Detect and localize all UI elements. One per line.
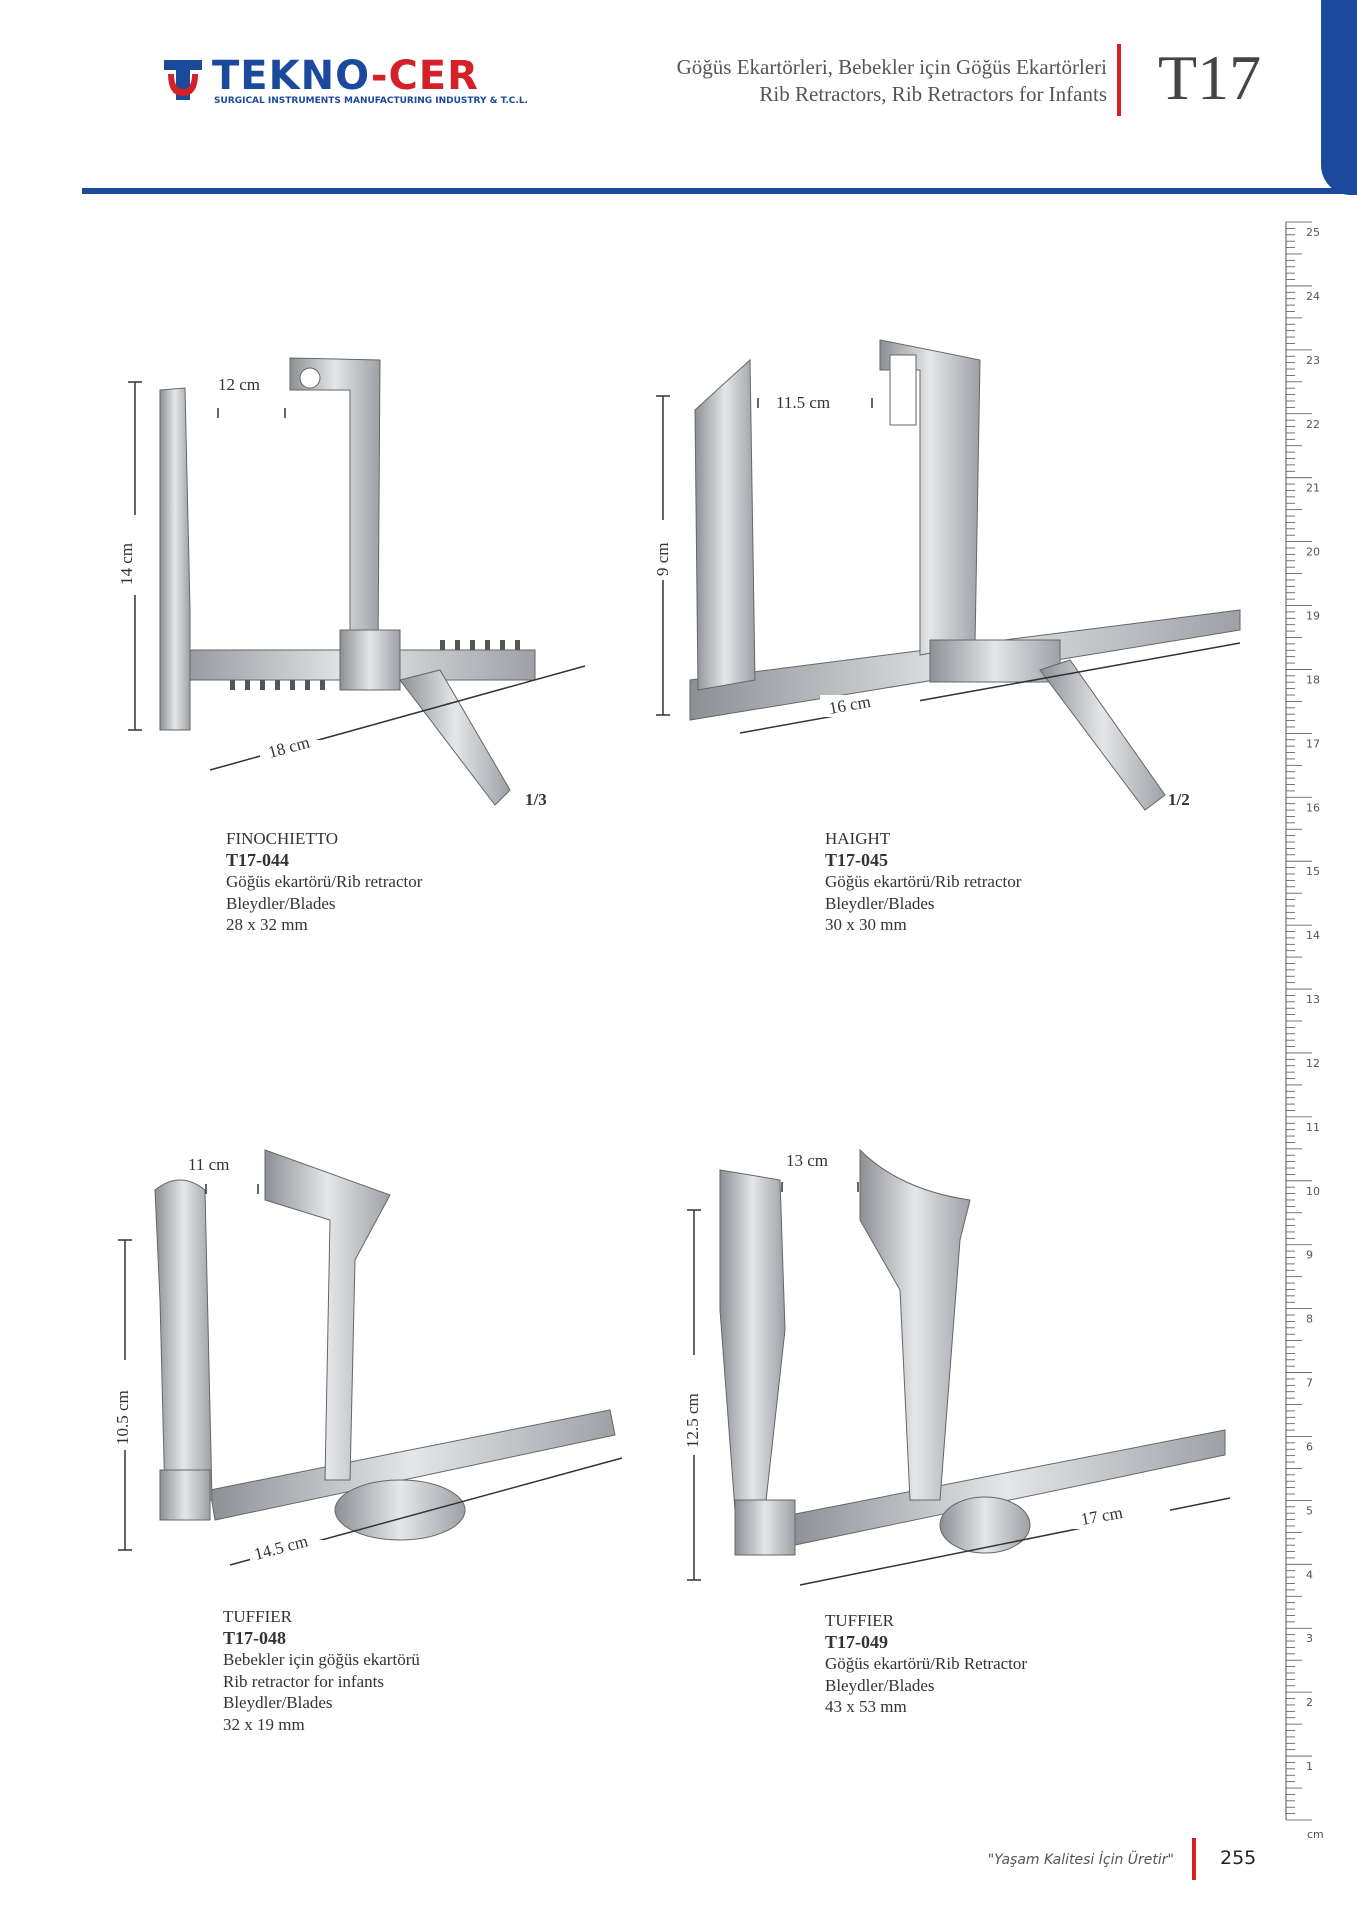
ruler-label: 20 (1306, 546, 1320, 559)
product-desc-line: Göğüs ekartörü/Rib retractor (226, 872, 423, 891)
product-code: T17-049 (825, 1631, 888, 1652)
ruler-label: 4 (1306, 1568, 1313, 1581)
product-desc-line: Bleydler/Blades (223, 1693, 333, 1712)
ruler-label: 3 (1306, 1632, 1313, 1645)
product-desc-line: 43 x 53 mm (825, 1697, 907, 1716)
title-english: Rib Retractors, Rib Retractors for Infan… (759, 82, 1107, 106)
product-code: T17-048 (223, 1627, 286, 1648)
product-code: T17-045 (825, 849, 888, 870)
product-code: T17-044 (226, 849, 289, 870)
brand-logo: TEKNO-CER SURGICAL INSTRUMENTS MANUFACTU… (160, 53, 528, 110)
scale-045: 1/2 (1168, 790, 1190, 809)
product-name: HAIGHT (825, 829, 891, 848)
ruler-label: 1 (1306, 1760, 1313, 1773)
product-desc-line: Bleydler/Blades (825, 893, 935, 913)
ruler-label: 5 (1306, 1504, 1313, 1517)
ruler-ticks (1285, 221, 1312, 1821)
product-image-haight: 11.5 cm 9 cm 16 cm 1/2 (650, 339, 1241, 811)
ruler-label: 21 (1306, 482, 1320, 495)
ruler-label: 17 (1306, 737, 1320, 750)
header-divider (1117, 44, 1121, 116)
corner-accent (1321, 0, 1357, 195)
brand-name: TEKNO-CER (212, 53, 479, 99)
product-desc-line: Bleydler/Blades (825, 1675, 935, 1695)
ruler-label: 7 (1306, 1377, 1313, 1390)
dim-height-045: 9 cm (653, 542, 672, 576)
logo-mark-icon (164, 60, 202, 100)
product-desc-line: Göğüs ekartörü/Rib retractor (825, 872, 1022, 891)
ruler-label: 19 (1306, 610, 1320, 623)
product-image-finochietto: 12 cm 14 cm 18 cm 1/3 (117, 357, 586, 809)
caption-finochietto: FINOCHIETTO T17-044 Göğüs ekartörü/Rib r… (226, 828, 422, 936)
dim-width-044: 12 cm (218, 375, 260, 394)
brand-subtitle: SURGICAL INSTRUMENTS MANUFACTURING INDUS… (214, 96, 528, 106)
dim-width-049: 13 cm (786, 1151, 828, 1170)
footer-divider (1192, 1838, 1196, 1880)
product-desc-line: Bleydler/Blades (226, 893, 336, 913)
ruler-label: 10 (1306, 1185, 1320, 1198)
product-name: TUFFIER (223, 1607, 292, 1626)
caption-tuffier-049: TUFFIER T17-049 Göğüs ekartörü/Rib Retra… (825, 1610, 1027, 1718)
dim-width-048: 11 cm (188, 1155, 229, 1174)
ruler-label: 13 (1306, 993, 1320, 1006)
product-desc-line: Rib retractor for infants (223, 1671, 384, 1691)
ruler-label: 6 (1306, 1440, 1313, 1453)
product-desc-line: 28 x 32 mm (226, 915, 308, 934)
product-image-tuffier-048: 11 cm 10.5 cm 14.5 cm (110, 1149, 623, 1566)
page-title: Göğüs Ekartörleri, Bebekler için Göğüs E… (677, 54, 1107, 108)
dim-width-045: 11.5 cm (776, 393, 830, 412)
ruler-label: 24 (1306, 290, 1320, 303)
ruler-label: 25 (1306, 226, 1320, 239)
ruler-label: 18 (1306, 673, 1320, 686)
ruler-label: 22 (1306, 418, 1320, 431)
header-rule (82, 188, 1357, 194)
ruler-label: 14 (1306, 929, 1320, 942)
caption-tuffier-048: TUFFIER T17-048 Bebekler için göğüs ekar… (223, 1606, 420, 1735)
product-name: FINOCHIETTO (226, 829, 339, 848)
caption-haight: HAIGHT T17-045 Göğüs ekartörü/Rib retrac… (825, 828, 1021, 936)
title-turkish: Göğüs Ekartörleri, Bebekler için Göğüs E… (676, 55, 1107, 79)
dim-height-044: 14 cm (117, 543, 136, 585)
ruler-labels: 2524232221201918171615141312111098765432… (1306, 226, 1320, 1773)
ruler-unit: cm (1307, 1828, 1324, 1840)
product-image-tuffier-049: 13 cm 12.5 cm 17 cm (678, 1148, 1231, 1586)
ruler-label: 15 (1306, 865, 1320, 878)
product-desc-line: 32 x 19 mm (223, 1714, 305, 1734)
product-desc-line: 30 x 30 mm (825, 915, 907, 934)
page-number: 255 (1220, 1847, 1257, 1869)
ruler-label: 12 (1306, 1057, 1320, 1070)
dim-height-049: 12.5 cm (683, 1393, 702, 1448)
scale-044: 1/3 (525, 790, 547, 809)
ruler-label: 16 (1306, 801, 1320, 814)
footer-slogan: "Yaşam Kalitesi İçin Üretir" (987, 1852, 1174, 1868)
ruler-label: 2 (1306, 1696, 1313, 1709)
dim-height-048: 10.5 cm (113, 1390, 132, 1445)
measurement-ruler: 2524232221201918171615141312111098765432… (1285, 221, 1324, 1840)
ruler-label: 23 (1306, 354, 1320, 367)
section-code: T17 (1158, 42, 1262, 113)
ruler-label: 11 (1306, 1121, 1320, 1134)
product-desc-line: Göğüs ekartörü/Rib Retractor (825, 1654, 1028, 1673)
ruler-label: 9 (1306, 1249, 1313, 1262)
product-name: TUFFIER (825, 1611, 894, 1630)
ruler-label: 8 (1306, 1313, 1313, 1326)
product-desc-line: Bebekler için göğüs ekartörü (223, 1650, 420, 1669)
